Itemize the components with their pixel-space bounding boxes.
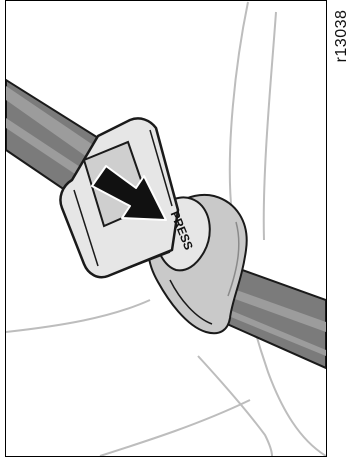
- reference-code-text: r13038: [333, 10, 351, 63]
- reference-code: r13038: [328, 0, 356, 70]
